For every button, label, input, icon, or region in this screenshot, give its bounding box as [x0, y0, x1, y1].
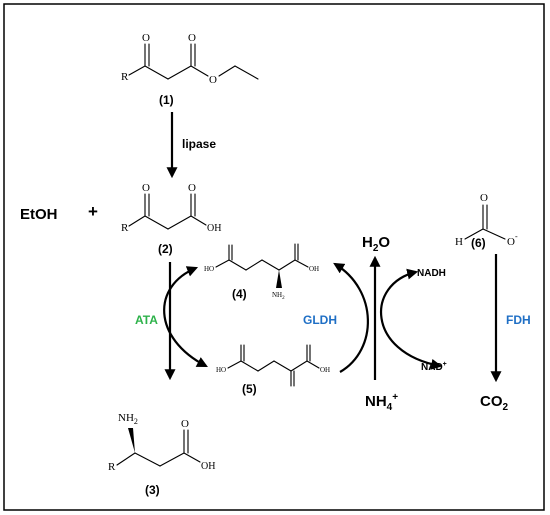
compound-6-structure: H O O-: [455, 192, 518, 248]
compound-1-o2: O: [188, 32, 196, 44]
lipase-label: lipase: [182, 137, 216, 151]
compound-2-r: R: [121, 222, 129, 234]
compound-2-oh: OH: [207, 223, 221, 234]
gldh-left-curve: [333, 262, 369, 373]
compound-4-oh: OH: [309, 265, 319, 273]
compound-5-oh: OH: [320, 366, 330, 374]
gldh-right-curve: [380, 268, 443, 370]
compound-5-structure: HO OH: [216, 344, 330, 387]
compound-2-label: (2): [158, 242, 173, 256]
ata-label: ATA: [135, 313, 158, 327]
compound-1-r: R: [121, 71, 129, 83]
compound-5-label: (5): [242, 382, 257, 396]
figure-border: [3, 3, 545, 511]
compound-4-structure: HO OH NH2: [204, 243, 319, 301]
compound-2-structure: R O O OH: [121, 182, 221, 234]
compound-3-nh2: NH2: [118, 412, 138, 426]
compound-3-r: R: [108, 461, 116, 473]
compound-6-o-minus: O-: [507, 232, 518, 248]
compound-3-label: (3): [145, 483, 160, 497]
compound-4-nh2: NH2: [272, 291, 285, 301]
co2-label: CO2: [480, 393, 509, 413]
compound-2-o1: O: [142, 182, 150, 194]
etoh-label: EtOH: [20, 206, 58, 223]
gldh-label: GLDH: [303, 313, 337, 327]
compound-3-oh: OH: [201, 461, 215, 472]
h2o-label: H2O: [362, 234, 390, 254]
nadh-label: NADH: [417, 268, 446, 279]
ata-curved-arrow: [163, 266, 208, 368]
fdh-label: FDH: [506, 313, 531, 327]
compound-2-o2: O: [188, 182, 196, 194]
compound-1-structure: R O O O: [121, 32, 259, 86]
compound-5-ho: HO: [216, 366, 226, 374]
compound-1-o1: O: [142, 32, 150, 44]
compound-3-o: O: [181, 418, 189, 430]
compound-1-label: (1): [159, 93, 174, 107]
compound-1-o3: O: [209, 74, 217, 86]
nad-plus-label: NAD+: [421, 361, 447, 373]
compound-3-structure: R NH2 O OH: [108, 412, 215, 473]
compound-6-o: O: [480, 192, 488, 204]
compound-4-label: (4): [232, 287, 247, 301]
compound-4-ho: HO: [204, 265, 214, 273]
nh4-label: NH4+: [365, 392, 398, 413]
plus-sign: +: [88, 202, 98, 221]
compound-6-label: (6): [471, 236, 486, 250]
compound-6-h: H: [455, 236, 463, 248]
